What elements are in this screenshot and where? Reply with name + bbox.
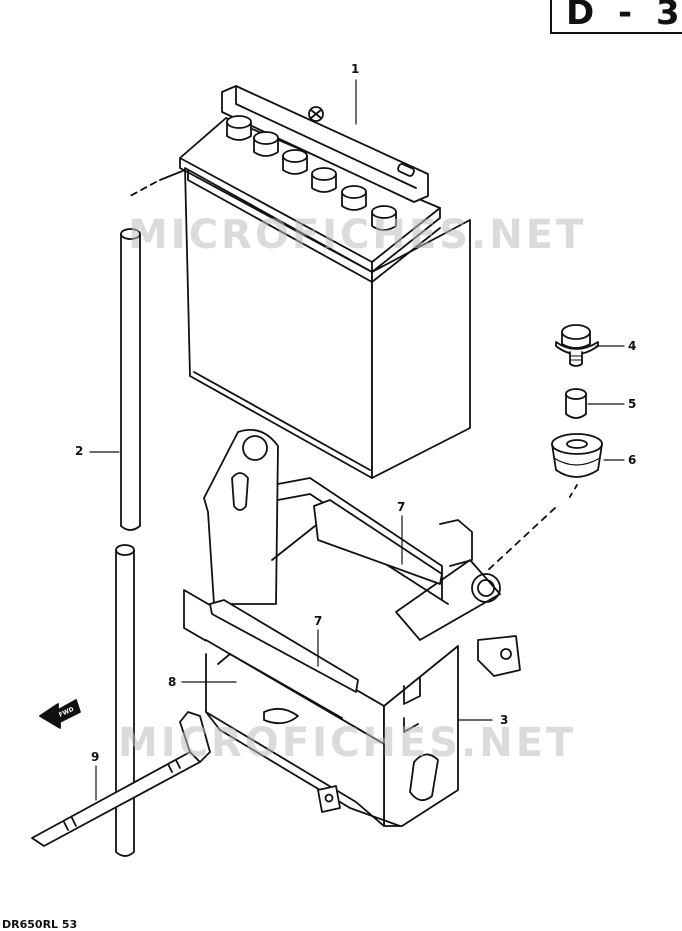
- cell-cap: [226, 115, 252, 141]
- holder-arm-hole-inner: [477, 579, 495, 597]
- holder-lower-body: [205, 639, 385, 827]
- holder-arm-hole: [471, 573, 501, 603]
- band-ribs: [63, 759, 181, 831]
- watermark-upper: MICROFICHES.NET: [128, 212, 587, 258]
- watermark-lower: MICROFICHES.NET: [118, 720, 577, 766]
- hose-upper-segment: [120, 233, 141, 531]
- cell-cap: [311, 167, 337, 193]
- cell-cap: [253, 131, 279, 157]
- callout-2: 2: [75, 444, 84, 458]
- battery-vent-screw: [308, 106, 324, 122]
- callout-5: 5: [628, 397, 637, 411]
- collar: [565, 388, 587, 419]
- battery-vent-bar-inner: [235, 85, 417, 189]
- cell-cap: [341, 185, 367, 211]
- holder-pad: [217, 653, 343, 719]
- callout-7b: 7: [314, 614, 323, 628]
- holder-bottom-flange: [205, 711, 401, 827]
- callout-7a: 7: [397, 500, 406, 514]
- hose-lower-segment: [115, 549, 135, 857]
- holder-upright-slot: [231, 472, 249, 511]
- battery-vent-screw-cross: [310, 109, 322, 119]
- holder-bottom-bolt-head: [324, 793, 334, 803]
- battery-holder: [183, 428, 521, 827]
- bolt: [555, 324, 599, 367]
- model-code: DR650RL 53: [2, 918, 78, 931]
- page-reference-box: D - 3: [550, 0, 682, 34]
- holder-side-flange: [395, 559, 501, 641]
- cell-cap: [282, 149, 308, 175]
- battery-vent-tube-stub: [159, 169, 186, 181]
- holder-bottom-cutout: [263, 707, 299, 725]
- hose-lower-end: [115, 544, 135, 556]
- callout-4: 4: [628, 339, 637, 353]
- holder-clip-tab: [439, 519, 473, 567]
- battery: [129, 85, 471, 479]
- battery-band: [31, 711, 211, 847]
- cushion-grommet: [551, 433, 603, 478]
- holder-back-wall: [277, 477, 443, 601]
- callout-6: 6: [628, 453, 637, 467]
- callout-9: 9: [91, 750, 100, 764]
- holder-mount-tab: [477, 635, 521, 677]
- battery-side-face: [371, 219, 471, 479]
- holder-rear-upright: [203, 428, 279, 605]
- battery-lid-front-edge: [187, 169, 441, 283]
- holder-bottom-bolt: [317, 785, 341, 813]
- battery-lid-rim: [179, 157, 441, 273]
- cell-caps: [226, 115, 397, 231]
- callout-3: 3: [500, 713, 509, 727]
- callout-8: 8: [168, 675, 177, 689]
- holder-tab-hole: [500, 648, 512, 660]
- holder-slot-a: [403, 677, 421, 705]
- holder-slot-b: [403, 717, 419, 733]
- band-hook: [179, 711, 211, 763]
- forward-arrow-icon: FWD: [39, 699, 81, 729]
- battery-vent-slot: [397, 163, 415, 177]
- page-reference: D - 3: [566, 0, 682, 33]
- callout-1: 1: [351, 62, 360, 76]
- battery-bottom-edge: [193, 371, 371, 471]
- leader-lines: [89, 79, 625, 801]
- cushion-pad-lower: [209, 599, 359, 693]
- breather-hose: [115, 228, 141, 857]
- cell-cap: [371, 205, 397, 231]
- holder-side-oval: [409, 753, 439, 802]
- cushion-pad-upper: [313, 499, 443, 585]
- battery-vent-dash: [129, 181, 157, 197]
- assembly-line: [485, 507, 556, 573]
- assembly-line-upper: [567, 484, 578, 501]
- hose-upper-end: [120, 228, 141, 240]
- holder-upright-hole: [242, 435, 268, 461]
